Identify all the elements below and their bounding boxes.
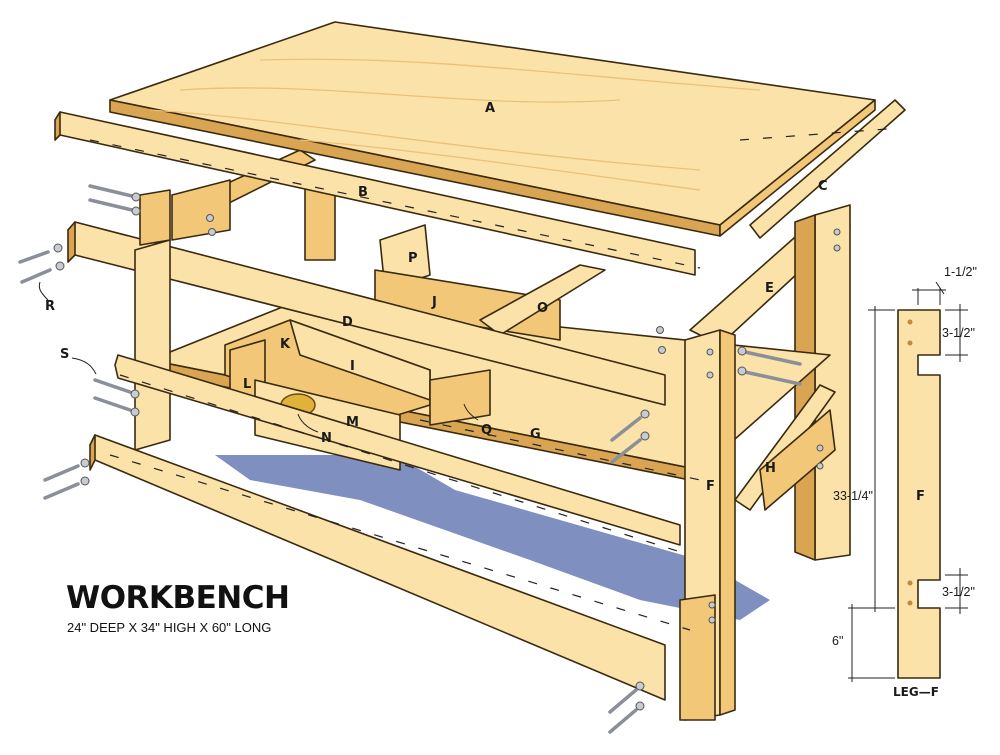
left-post <box>134 239 171 451</box>
bottom-foot-rail-end <box>89 434 96 471</box>
leg-detail-caption: LEG—F <box>893 685 939 699</box>
label-l: L <box>243 377 251 392</box>
dim-width: 1-1/2" <box>944 265 977 279</box>
label-s: S <box>60 347 69 362</box>
label-e: E <box>765 281 774 296</box>
leader-q <box>463 403 479 421</box>
drawer-stop-q <box>429 369 491 426</box>
leader-s <box>71 357 97 375</box>
leader-n <box>297 413 319 433</box>
label-p: P <box>408 251 418 266</box>
front-leg-f-side <box>719 329 736 716</box>
label-r: R <box>45 299 55 314</box>
label-f: F <box>706 479 715 494</box>
side-rail-h <box>734 384 836 511</box>
label-k: K <box>280 337 291 352</box>
back-leg-right-side <box>794 214 816 561</box>
left-end-block <box>139 189 171 246</box>
right-lower-rail <box>759 409 836 511</box>
assembly-line-5 <box>419 419 701 481</box>
bolts <box>18 184 841 734</box>
top-panel-a-side <box>719 99 876 237</box>
label-h: H <box>765 461 776 476</box>
leg-detail: 1-1/2" 3-1/2" 33-1/4" 3-1/2" 6" F LEG—F <box>832 265 977 699</box>
label-a: A <box>485 101 495 116</box>
front-leg-f-lower <box>679 594 716 721</box>
diagram-subtitle: 24" DEEP X 34" HIGH X 60" LONG <box>67 620 272 635</box>
assembly-line-4 <box>739 127 901 141</box>
label-o: O <box>537 301 548 316</box>
label-j: J <box>431 295 437 310</box>
label-n: N <box>321 431 332 446</box>
leg-detail-part-f: F <box>916 489 925 504</box>
label-c: C <box>818 179 828 194</box>
leg-detail-board <box>897 309 941 679</box>
assembly-line-2 <box>109 454 691 631</box>
top-grain <box>149 58 761 191</box>
label-d: D <box>342 315 353 330</box>
dim-top-notch: 3-1/2" <box>942 326 975 340</box>
front-beam-d-end <box>67 221 76 263</box>
left-back-block <box>171 179 231 241</box>
assembly-line-3 <box>119 374 691 556</box>
label-b: B <box>358 185 368 200</box>
lower-front-rail <box>114 354 681 546</box>
diagram-title: WORKBENCH <box>66 580 290 616</box>
dim-notch-height: 33-1/4" <box>833 489 873 503</box>
label-i: I <box>350 359 355 374</box>
back-leg-right <box>814 204 851 561</box>
label-q: Q <box>481 423 492 438</box>
cleat-c <box>749 99 906 239</box>
label-m: M <box>346 415 359 430</box>
label-g: G <box>530 427 541 442</box>
dim-lower-notch: 3-1/2" <box>942 585 975 599</box>
dim-bottom: 6" <box>832 634 843 648</box>
leader-r <box>38 281 49 301</box>
front-rail-b-end <box>54 111 61 141</box>
floor-shadow <box>215 455 770 620</box>
